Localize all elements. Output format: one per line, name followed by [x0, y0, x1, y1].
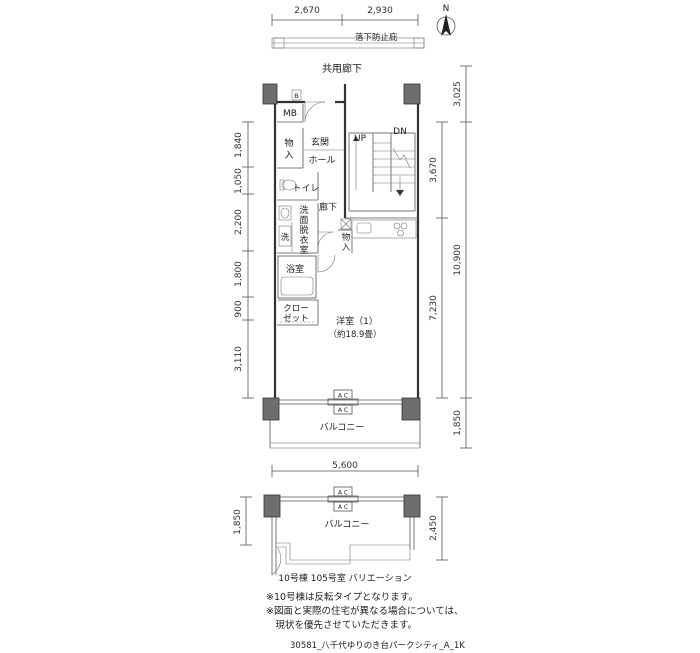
dim-left-5: 900 — [234, 300, 244, 317]
bath-label: 浴室 — [286, 263, 304, 275]
dim-left-1: 1,840 — [234, 132, 244, 158]
storage1-label-1: 物 — [284, 137, 293, 149]
dim-left-4: 1,800 — [234, 261, 244, 287]
right-dimension-inner: 3,670 7,230 — [429, 121, 448, 399]
western-room-size: （約18.9畳） — [329, 329, 382, 340]
column-bottom-left — [262, 397, 280, 421]
window-wall: A C A C — [279, 389, 402, 415]
washroom-label-2: 面 — [299, 215, 308, 226]
canopy: 落下防止庇 — [271, 32, 425, 49]
dim-right-inner-2: 7,230 — [429, 295, 439, 321]
washroom-label-4: 衣 — [299, 234, 308, 246]
note-line-2: ※図面と実際の住宅が異なる場合については、 — [266, 606, 464, 617]
dim-left-2: 1,050 — [234, 168, 244, 194]
dn-label: DN — [393, 127, 407, 137]
closet-label-2: ゼット — [283, 313, 309, 324]
north-arrow-icon: N — [436, 4, 456, 36]
wash-label: 洗 — [281, 232, 290, 243]
note-line-3: 現状を優先させていただきます。 — [266, 620, 418, 631]
dim-var-right: 2,450 — [429, 515, 439, 541]
column-top-right — [403, 83, 421, 105]
hall-label: ホール — [308, 155, 335, 166]
fall-fence-label: 落下防止庇 — [355, 32, 398, 43]
washroom-label-1: 洗 — [299, 204, 308, 216]
kitchen — [345, 217, 418, 239]
dim-top-1: 2,670 — [294, 6, 320, 16]
exterior-walls — [273, 84, 420, 400]
corridor-label: 共用廊下 — [322, 62, 362, 75]
left-dimension-line: 1,840 1,050 2,200 1,800 900 3,110 — [234, 121, 254, 399]
stairwell: UP DN — [348, 127, 416, 212]
dim-left-3: 2,200 — [234, 209, 244, 235]
variation-plan: A C A C バルコニー 1,850 2,450 10号棟 105号室 バリエ… — [233, 486, 448, 584]
mb-label: MB — [283, 109, 297, 119]
dim-right-3: 1,850 — [453, 410, 463, 436]
dim-top-2: 2,930 — [367, 6, 393, 16]
dim-right-1: 3,025 — [453, 81, 463, 107]
north-label: N — [443, 4, 450, 14]
dim-right-inner-1: 3,670 — [429, 157, 439, 183]
b-label: B — [294, 92, 298, 100]
western-room-label: 洋室（1） — [336, 315, 378, 327]
dim-left-6: 3,110 — [234, 346, 244, 372]
storage2-label-1: 物 — [342, 232, 351, 243]
balcony-label: バルコニー — [320, 422, 365, 433]
dim-var-left: 1,850 — [233, 509, 243, 535]
toilet-label: トイレ — [292, 184, 319, 194]
column-bottom-right — [401, 397, 421, 421]
balcony: バルコニー — [269, 420, 421, 449]
washroom-label-3: 脱 — [299, 224, 308, 236]
var-ac-label-2: A C — [338, 504, 348, 511]
dim-right-2: 10,900 — [453, 244, 463, 276]
ac-label-2: A C — [338, 407, 348, 414]
variation-balcony-label: バルコニー — [325, 519, 370, 530]
hallway-label: 廊下 — [319, 201, 337, 213]
genkan-label: 玄関 — [311, 136, 329, 148]
right-dimension-outer: 3,025 10,900 1,850 — [453, 65, 472, 449]
column-top-left — [262, 83, 278, 105]
storage2-label-2: 入 — [342, 243, 351, 253]
washroom-label-5: 室 — [299, 244, 308, 256]
variation-caption: 10号棟 105号室 バリエーション — [278, 572, 411, 584]
top-dimension-line: 2,670 2,930 — [271, 6, 419, 26]
dim-bottom: 5,600 — [332, 461, 358, 471]
up-label: UP — [354, 134, 367, 144]
ac-label-1: A C — [338, 393, 348, 400]
bottom-dimension-line: 5,600 — [271, 461, 419, 477]
footer-code: 30581_八千代ゆりのき台パークシティ_A_1K — [290, 641, 465, 651]
entrance-door — [304, 101, 326, 123]
note-line-1: ※10号棟は反転タイプとなります。 — [266, 592, 418, 603]
storage1-label-2: 入 — [284, 150, 293, 161]
var-ac-label-1: A C — [338, 490, 348, 497]
closet-label-1: クロー — [283, 304, 309, 314]
